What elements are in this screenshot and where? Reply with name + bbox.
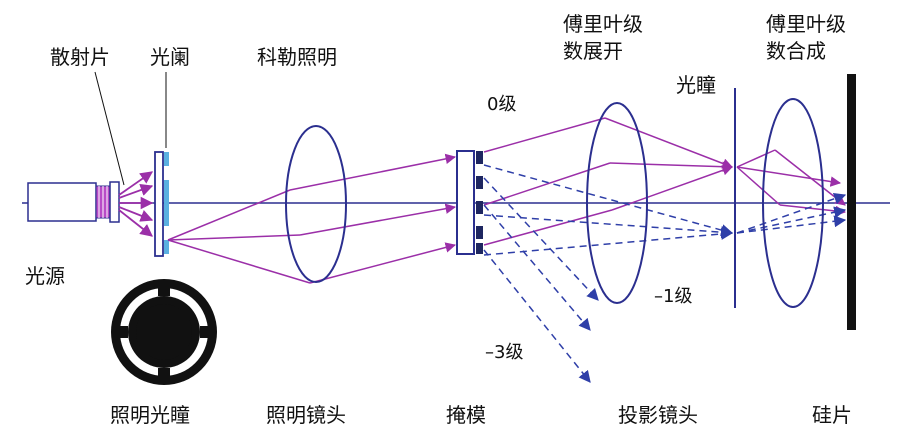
illumination-pupil-label: 照明光瞳 [110,403,190,427]
source-rays [118,171,154,237]
illumination-lens [285,125,347,283]
minus-one-order-label: –1级 [654,286,692,307]
kohler-label: 科勒照明 [257,45,337,69]
scatter-plate [154,151,164,257]
fourier-expansion-lens [586,102,648,304]
minus-three-order-rays [483,177,599,383]
illumination-pupil-icon [111,279,217,385]
minus-one-order-rays [483,164,847,256]
zero-order-rays [483,117,734,246]
mask-label: 掩模 [446,403,486,427]
mask [456,150,483,255]
fourier-expansion-label-2: 数展开 [563,39,623,63]
fourier-expansion-label-1: 傅里叶级 [563,12,643,36]
fourier-synthesis-label-2: 数合成 [766,39,826,63]
light-source-label: 光源 [25,264,65,288]
projection-lens-label: 投影镜头 [618,403,698,427]
wafer-label: 硅片 [812,403,852,427]
fourier-synthesis-label-1: 傅里叶级 [766,12,846,36]
illumination-rays [167,153,457,284]
light-source [27,181,120,223]
wafer [847,74,856,330]
pupil-label: 光瞳 [676,73,716,97]
aperture-stop [164,152,169,254]
scatter-plate-leader [94,71,125,186]
zero-order-label: 0级 [487,94,516,115]
minus-three-order-label: –3级 [485,342,523,363]
aperture-label: 光阑 [150,45,190,69]
scatter-plate-label: 散射片 [50,45,110,69]
illumination-lens-label: 照明镜头 [266,403,346,427]
fourier-synthesis-lens [762,98,824,308]
